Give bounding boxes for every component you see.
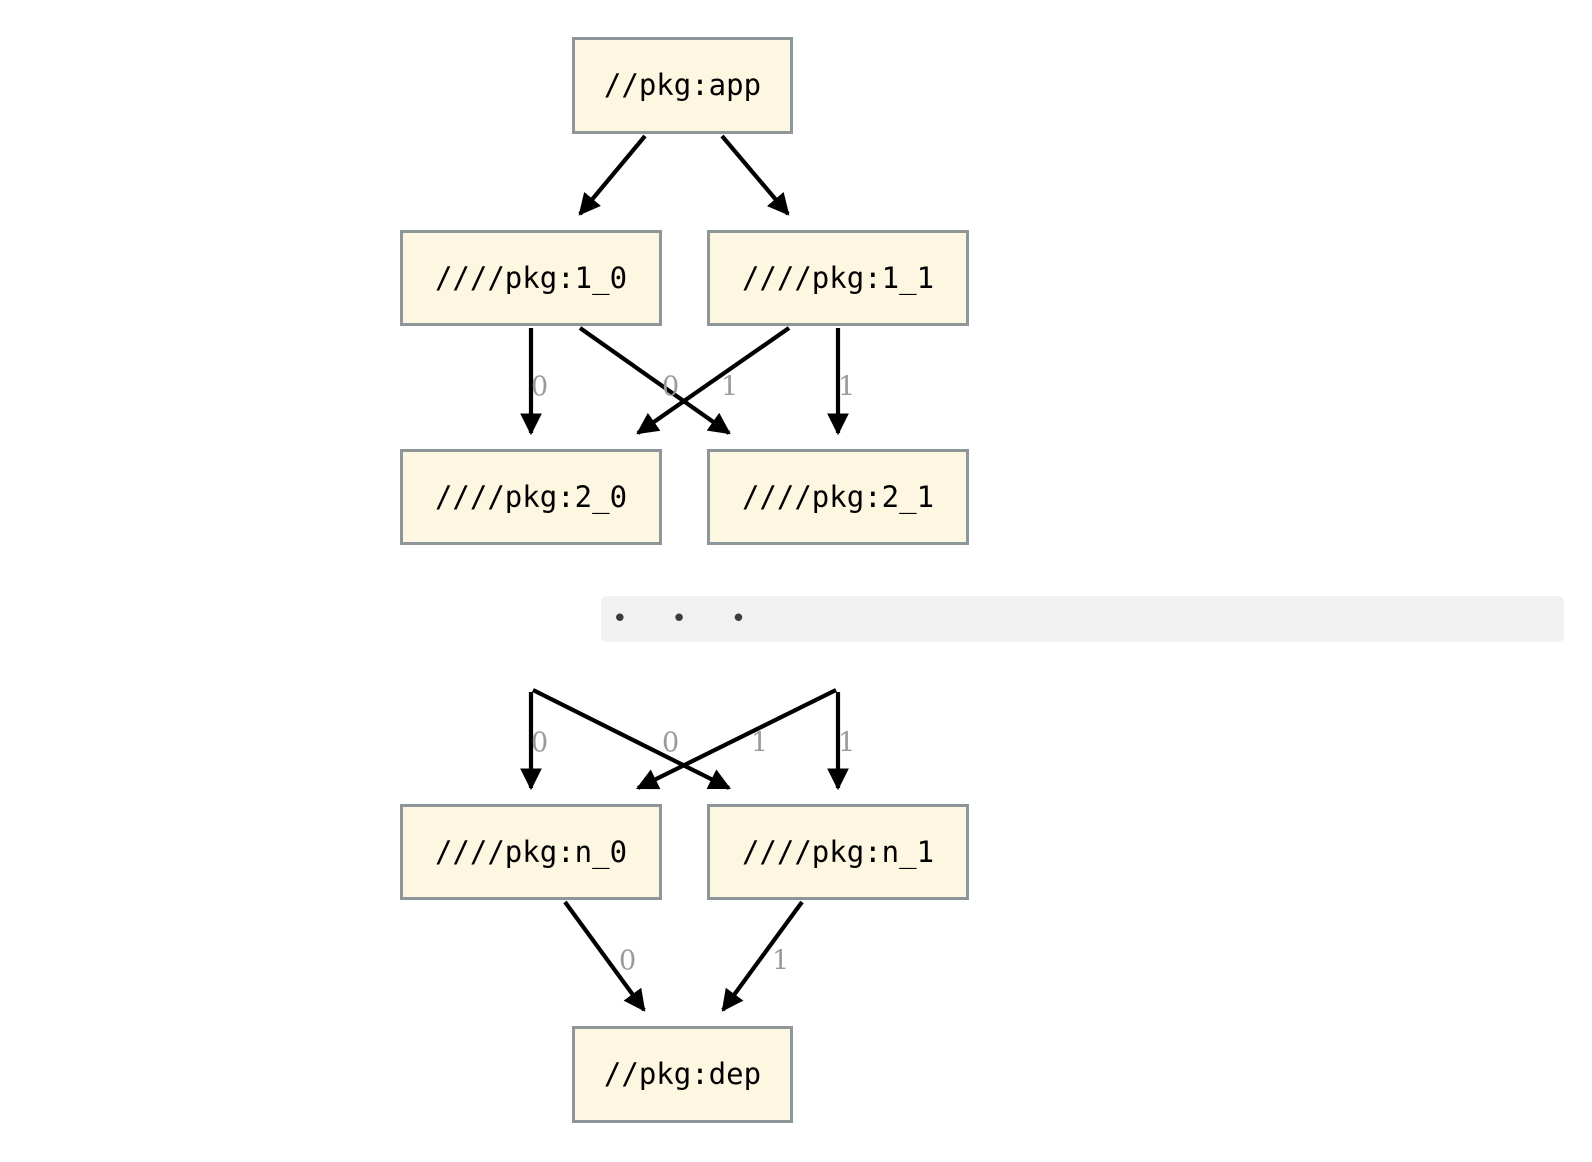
- node-app[interactable]: //pkg:app: [572, 37, 793, 134]
- node-pkg-n-1[interactable]: ////pkg:n_1: [707, 804, 969, 900]
- edge-label-elided-to-n_0-cross: 1: [751, 727, 769, 759]
- node-pkg-2-0-label: ////pkg:2_0: [434, 479, 628, 514]
- edge-1_1-to-2_0: [636, 326, 791, 435]
- node-pkg-2-1-label: ////pkg:2_1: [741, 479, 935, 514]
- node-pkg-1-1[interactable]: ////pkg:1_1: [707, 230, 969, 326]
- edge-app-to-1_0: [578, 134, 647, 216]
- edge-label-1_1-to-2_1: 1: [838, 371, 856, 403]
- edge-label-1_1-to-2_0: 1: [721, 371, 739, 403]
- node-pkg-n-1-label: ////pkg:n_1: [741, 834, 935, 869]
- node-pkg-2-1[interactable]: ////pkg:2_1: [707, 449, 969, 545]
- node-pkg-n-0-label: ////pkg:n_0: [434, 834, 628, 869]
- edge-label-elided-to-n_1: 1: [838, 727, 856, 759]
- node-dep[interactable]: //pkg:dep: [572, 1026, 793, 1123]
- edge-app-to-1_1: [720, 134, 790, 216]
- edge-elided-to-n_1-cross: [532, 688, 731, 790]
- ellipsis-text: • • •: [612, 604, 761, 634]
- node-dep-label: //pkg:dep: [603, 1057, 762, 1091]
- edge-1_0-to-2_1: [578, 326, 731, 435]
- node-pkg-1-0-label: ////pkg:1_0: [434, 260, 628, 295]
- edge-label-n_0-to-dep: 0: [619, 945, 637, 977]
- node-app-label: //pkg:app: [603, 68, 762, 102]
- node-pkg-1-0[interactable]: ////pkg:1_0: [400, 230, 662, 326]
- node-pkg-n-0[interactable]: ////pkg:n_0: [400, 804, 662, 900]
- edge-label-1_0-to-2_1: 0: [662, 371, 680, 403]
- edge-label-elided-to-n_1-cross: 0: [662, 727, 680, 759]
- elided-section-dots: • • •: [601, 596, 1564, 642]
- edge-n_1-to-dep: [721, 900, 804, 1012]
- node-pkg-2-0[interactable]: ////pkg:2_0: [400, 449, 662, 545]
- edge-label-n_1-to-dep: 1: [772, 945, 790, 977]
- node-pkg-1-1-label: ////pkg:1_1: [741, 260, 935, 295]
- edge-label-elided-to-n_0: 0: [531, 727, 549, 759]
- elided-section-band: [601, 596, 1564, 642]
- edge-label-1_0-to-2_0: 0: [531, 371, 549, 403]
